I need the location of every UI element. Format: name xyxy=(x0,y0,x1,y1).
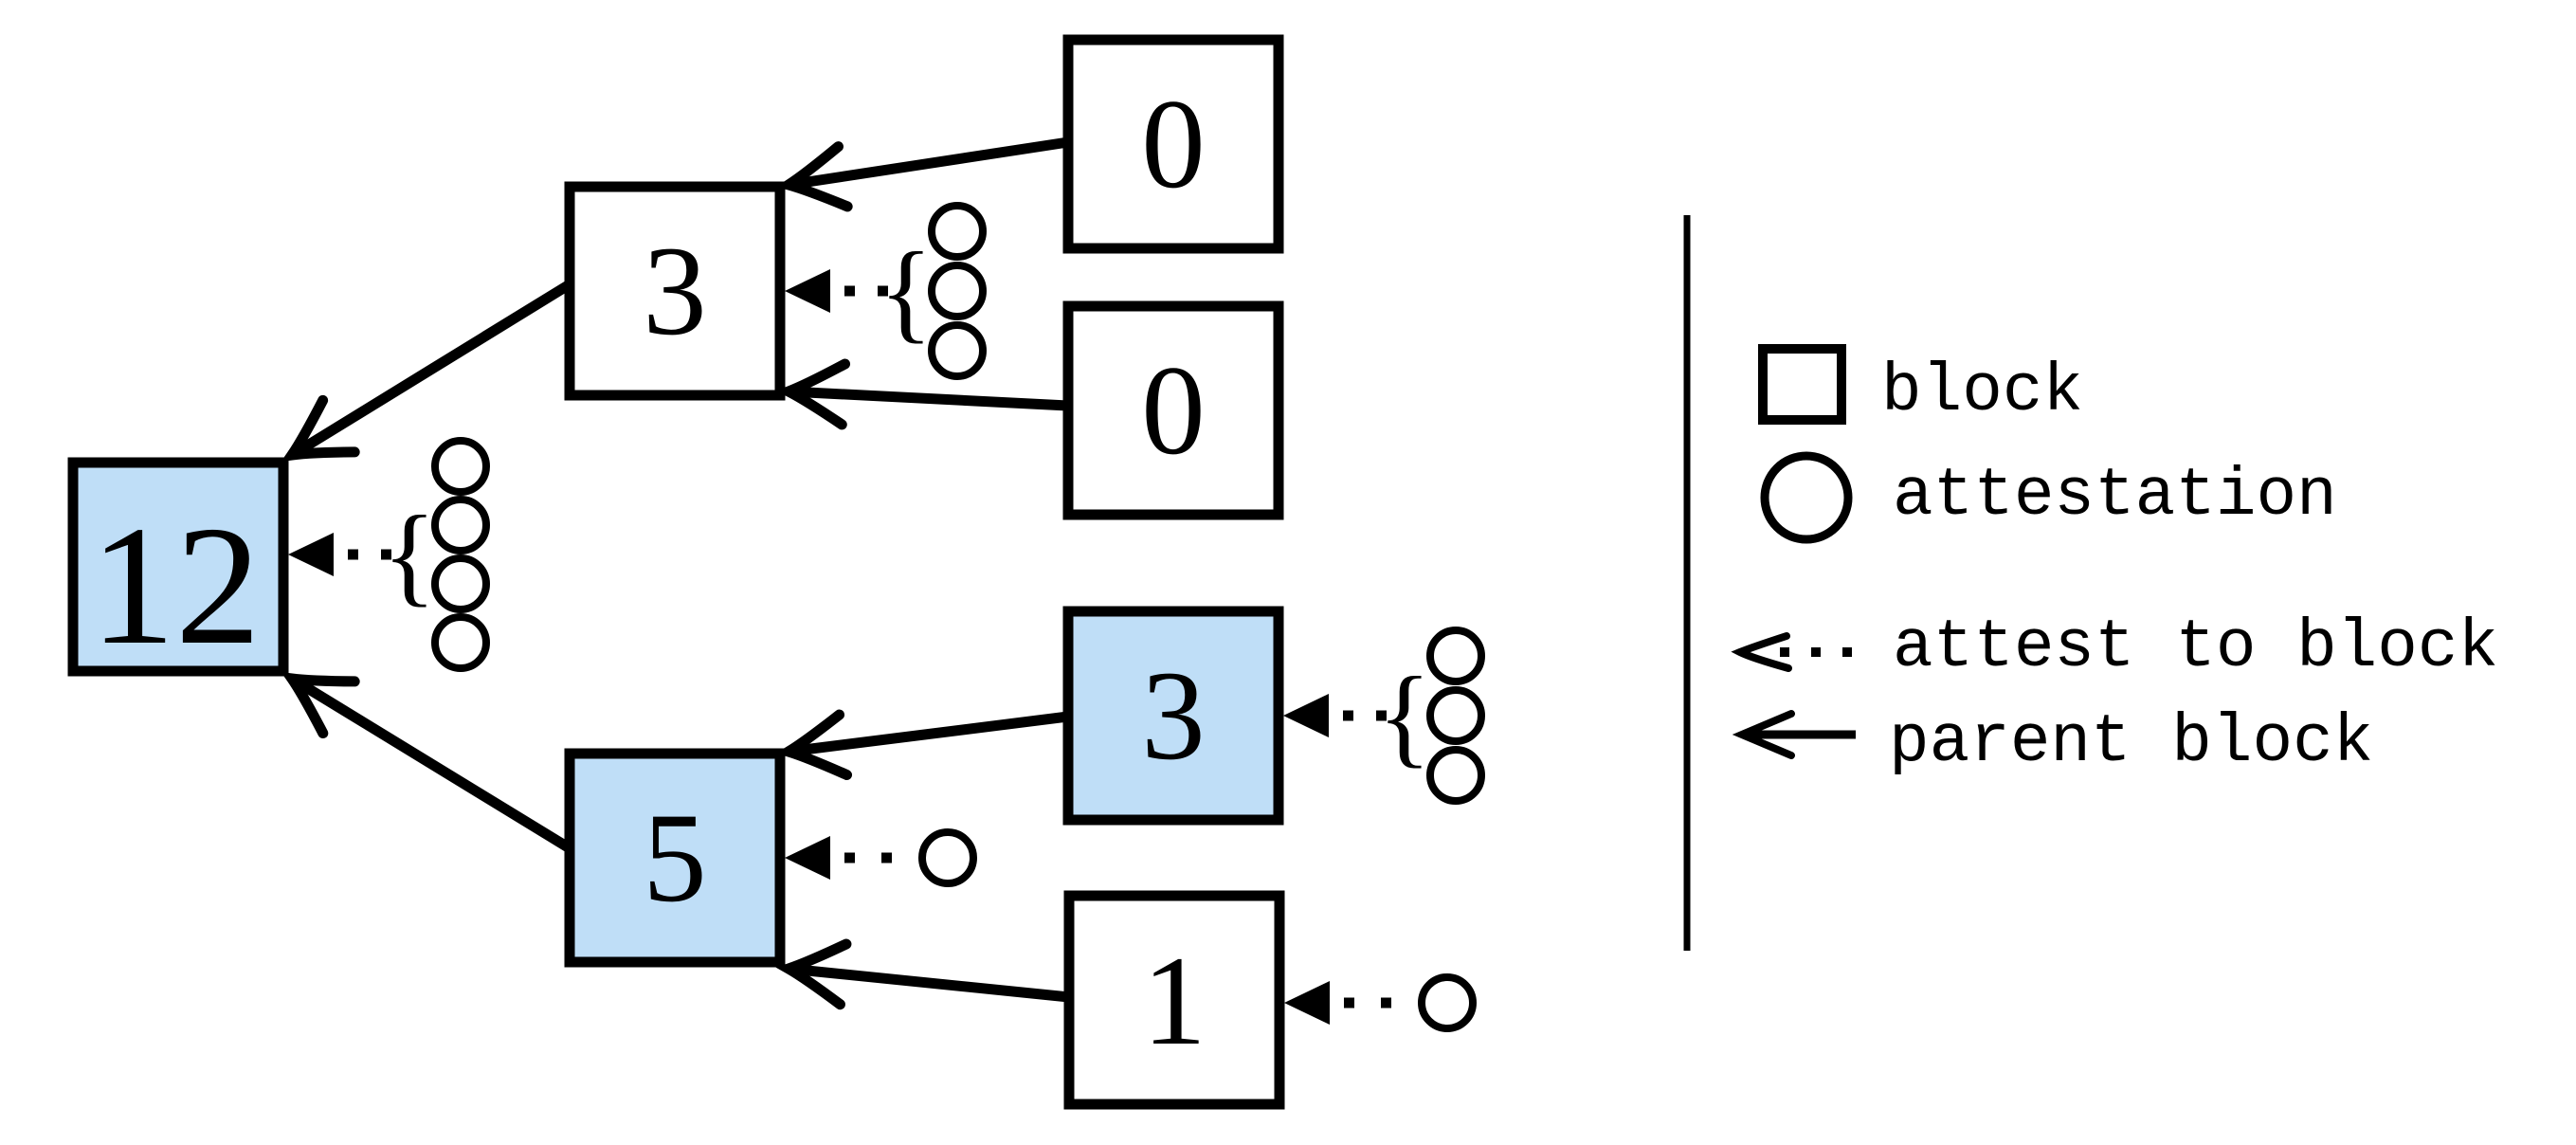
block-label-leaf-bottom-2: 1 xyxy=(1142,931,1206,1072)
block-label-branch-top: 3 xyxy=(643,221,707,362)
attest-arrowhead-icon xyxy=(288,533,334,576)
attestation-icon xyxy=(918,828,977,887)
attestation-icon xyxy=(1418,973,1477,1032)
block-root: 12 xyxy=(67,457,289,680)
attestation-icon xyxy=(1426,627,1485,685)
parent-arrow-0a-to-3 xyxy=(775,136,1069,212)
legend-label-block: block xyxy=(1881,354,2083,430)
attestations-branch-bottom xyxy=(785,828,977,887)
block-label-branch-bottom: 5 xyxy=(643,788,707,929)
parent-arrow-3b-to-5 xyxy=(775,709,1069,781)
block-rect-leaf-top-2 xyxy=(1062,300,1284,520)
block-leaf-bottom-1: 3 xyxy=(1062,606,1284,826)
legend-item-block: block xyxy=(1758,344,2083,430)
block-label-root: 12 xyxy=(90,491,261,680)
legend-item-attest-to-block: attest to block xyxy=(1731,610,2498,686)
legend-label-parent-block: parent block xyxy=(1889,705,2373,781)
attestations-leaf-bottom-2 xyxy=(1284,973,1477,1032)
block-rect-branch-top xyxy=(564,181,786,401)
legend: block attestation attest to block parent… xyxy=(1683,215,2498,951)
attestation-icon xyxy=(928,262,987,320)
attestation-brace: { xyxy=(880,229,934,354)
solid-arrow-icon xyxy=(1732,710,1795,759)
dotted-arrow-icon xyxy=(1731,632,1792,672)
legend-label-attest-to-block: attest to block xyxy=(1893,610,2498,686)
block-label-leaf-top-2: 0 xyxy=(1141,340,1206,482)
block-branch-bottom: 5 xyxy=(564,748,786,968)
attest-arrowhead-icon xyxy=(1284,981,1330,1025)
legend-item-attestation: attestation xyxy=(1760,451,2337,544)
attestations-root: { xyxy=(288,437,490,672)
attestations-leaf-bottom-1: { xyxy=(1283,627,1485,805)
block-leaf-top-1: 0 xyxy=(1062,34,1284,254)
attestation-symbol-icon xyxy=(1760,451,1853,544)
attestation-icon xyxy=(431,613,490,672)
attestation-icon xyxy=(431,437,490,496)
attestation-icon xyxy=(1426,686,1485,745)
legend-label-attestation: attestation xyxy=(1893,459,2337,535)
block-rect-leaf-bottom-2 xyxy=(1063,890,1285,1110)
block-rect-leaf-top-1 xyxy=(1062,34,1284,254)
attestation-brace: { xyxy=(1378,654,1432,778)
parent-arrow-0b-to-3 xyxy=(775,358,1069,430)
attestation-icon xyxy=(431,496,490,554)
block-branch-top: 3 xyxy=(564,181,786,401)
block-symbol-icon xyxy=(1758,344,1846,425)
parent-arrow-3-to-12 xyxy=(281,280,572,463)
block-label-leaf-bottom-1: 3 xyxy=(1141,645,1206,787)
parent-arrow-1-to-5 xyxy=(775,938,1070,1010)
block-leaf-bottom-2: 1 xyxy=(1063,890,1285,1110)
attestation-icon xyxy=(1426,746,1485,805)
parent-edges xyxy=(281,136,1070,1010)
attest-arrowhead-icon xyxy=(785,836,830,880)
attest-arrowhead-icon xyxy=(785,269,830,313)
attestation-icon xyxy=(928,321,987,380)
attest-arrowhead-icon xyxy=(1283,694,1329,737)
attestations-branch-top: { xyxy=(785,202,987,380)
block-rect-branch-bottom xyxy=(564,748,786,968)
parent-arrow-5-to-12 xyxy=(281,671,572,853)
block-leaf-top-2: 0 xyxy=(1062,300,1284,520)
block-rect-leaf-bottom-1 xyxy=(1062,606,1284,826)
attestation-brace: { xyxy=(383,493,437,617)
block-rect-root xyxy=(67,457,289,677)
attestation-icon xyxy=(431,554,490,613)
attestation-icon xyxy=(928,202,987,261)
legend-item-parent-block: parent block xyxy=(1732,705,2373,781)
block-label-leaf-top-1: 0 xyxy=(1141,74,1206,215)
